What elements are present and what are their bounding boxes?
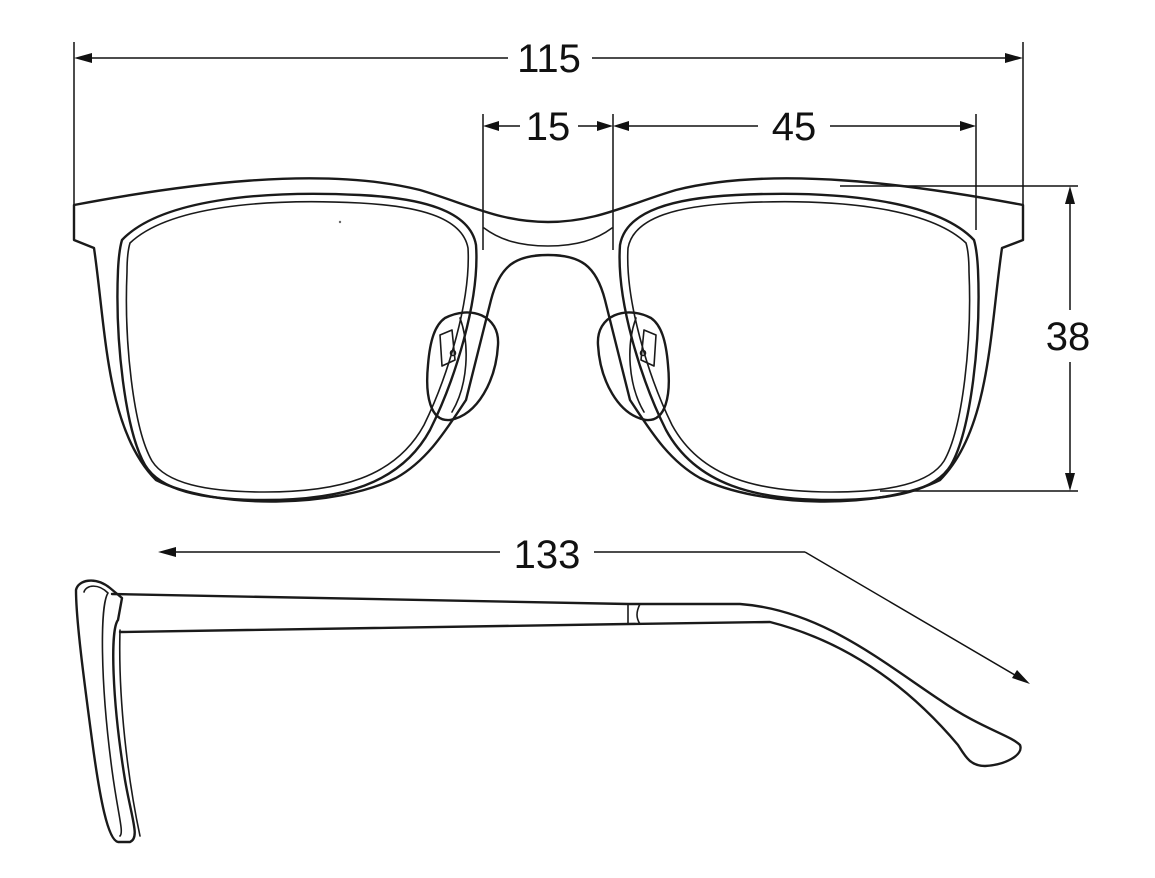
left-nose-pad <box>426 311 500 422</box>
lens-height-dimension: 38 <box>840 185 1091 492</box>
temple-length-label: 133 <box>514 533 581 577</box>
total-width-label: 115 <box>517 37 581 81</box>
bridge-width-dimension: 15 <box>482 105 614 250</box>
side-view-temple <box>74 579 1022 844</box>
lens-width-dimension: 45 <box>613 105 977 230</box>
lens-height-label: 38 <box>1046 315 1091 359</box>
lens-speck <box>338 220 342 224</box>
temple-length-dimension: 133 <box>158 533 1030 684</box>
right-nose-pad <box>596 311 670 422</box>
lens-width-label: 45 <box>772 105 817 149</box>
total-width-dimension: 115 <box>73 37 1024 205</box>
bridge-width-label: 15 <box>526 105 571 149</box>
front-view-frame <box>72 177 1025 503</box>
